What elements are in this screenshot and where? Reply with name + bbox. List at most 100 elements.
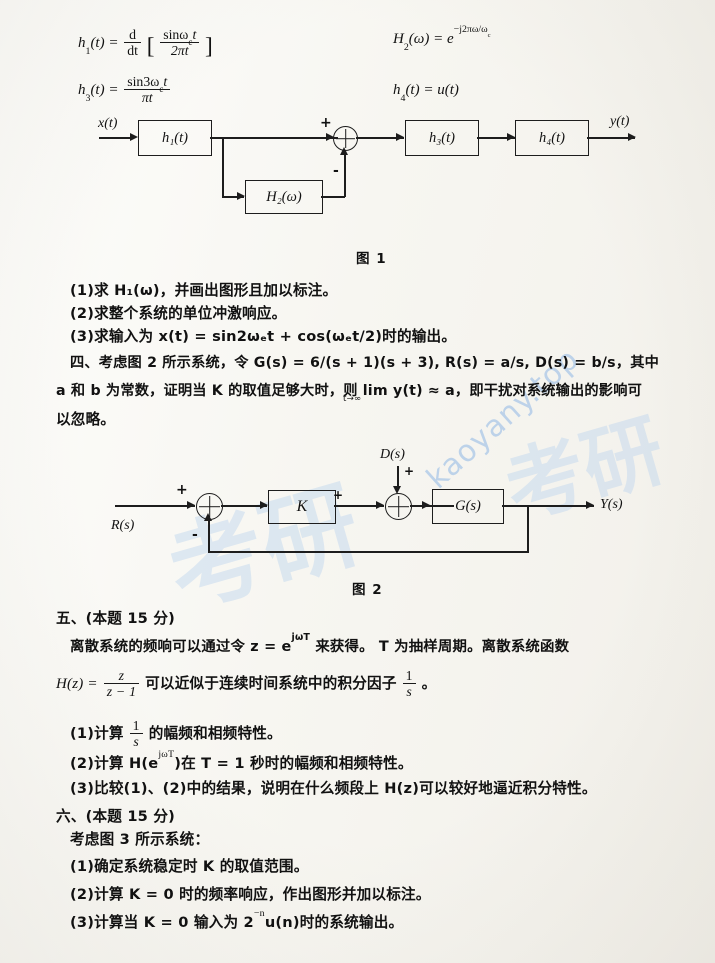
wire-sum1-to-K [221, 505, 267, 507]
arrow-output-Y [586, 501, 594, 509]
formula-h2-exp-sub: c [487, 31, 491, 39]
question-three-1: (1)求 H₁(ω)，并画出图形且加以标注。 [70, 282, 338, 299]
section-six-q3: (3)计算当 K = 0 输入为 2−nu(n)时的系统输出。 [70, 907, 404, 932]
wire-K-to-sum2 [334, 505, 384, 507]
hz-fraction: z z − 1 [103, 668, 140, 700]
section-five-q2-exp: jωT [158, 748, 175, 760]
wire-branch-down [222, 137, 224, 197]
section-four-line-2: a 和 b 为常数，证明当 K 的取值足够大时，则 lim y(t) ≈ a，即… [56, 380, 642, 400]
hz-frac-num: 1 [405, 668, 413, 683]
hz-frac-den: s [402, 683, 416, 699]
arrow-into-G [422, 501, 430, 509]
arrow-D-into-sum2 [393, 486, 401, 494]
sum1-minus-sign: - [333, 163, 339, 179]
section-five-q3: (3)比较(1)、(2)中的结果，说明在什么频段上 H(z)可以较好地逼近积分特… [70, 780, 597, 797]
section-five-paragraph: 离散系统的频响可以通过令 z = ejωT 来获得。 T 为抽样周期。离散系统函… [70, 632, 570, 656]
wire-branch-to-h2 [222, 196, 244, 198]
formula-h2-name: H [393, 31, 404, 47]
section-five-q1: (1)计算 1 s 的幅频和相频特性。 [70, 718, 282, 750]
formula-h3: h3(t) = sin3ωct πt [78, 74, 172, 106]
section-five-q1-post: 的幅频和相频特性。 [148, 725, 282, 743]
section-five-para-a: 离散系统的频响可以通过令 z = e [70, 639, 292, 655]
section-six-q3-pre: (3)计算当 K = 0 输入为 2 [70, 914, 254, 931]
arrow-output-y [628, 133, 636, 141]
arrow-into-sum1-bottom [340, 147, 348, 155]
figure-1-diagram: x(t) h₁(t) H₂(ω) + - [0, 0, 715, 240]
hz-lhs: H(z) = [56, 676, 98, 693]
hz-den: z − 1 [103, 683, 140, 699]
wire-G-to-output [502, 505, 594, 507]
formula-h1-arg: (t) = [90, 35, 119, 52]
formula-h3-arg: (t) = [90, 82, 119, 99]
wire-sum-to-h3 [356, 137, 404, 139]
formula-h2-exponent: −j2πω/ωc [453, 23, 491, 38]
wire-input-to-h1 [99, 137, 133, 139]
formula-h1-sinc-den: 2πt [160, 42, 200, 58]
block-G: G(s) [432, 489, 504, 524]
hz-tail: 。 [421, 675, 437, 693]
formula-h1-dd-num: d [129, 27, 137, 42]
section-six-q3-post: u(n)时的系统输出。 [264, 914, 404, 931]
arrow-into-sum2 [376, 501, 384, 509]
fig2-sum1-plus-sign: + [176, 482, 188, 498]
wire-feedback-up-fig2 [208, 518, 210, 552]
section-five-q2-pre: (2)计算 H(e [70, 755, 159, 772]
formula-h2: H2(ω) = e−j2πω/ωc [393, 24, 491, 52]
formula-h2-exp-text: −j2πω/ω [453, 23, 488, 35]
wire-feedback-down-fig2 [527, 505, 529, 552]
formula-h1-sinc-num: sinωct [160, 27, 199, 47]
bracket-open: [ [146, 33, 155, 60]
formula-h3-wc-sub: c [159, 84, 164, 95]
section-four-line-1: 四、考虑图 2 所示系统，令 G(s) = 6/(s + 1)(s + 3), … [70, 355, 659, 371]
arrow-into-h1 [130, 133, 138, 141]
section-five-para-a-exp: jωT [291, 632, 311, 644]
formula-h4-body: (t) = u(t) [405, 82, 459, 98]
formula-h3-name: h [78, 82, 86, 99]
section-six-q1: (1)确定系统稳定时 K 的取值范围。 [70, 858, 309, 875]
sum1-plus-top-sign: + [320, 115, 332, 131]
formula-h1-name: h [78, 35, 86, 52]
wire-h3-to-h4 [477, 137, 515, 139]
block-h4-label: h₄(t) [539, 129, 565, 146]
formula-h1-wc-sub: c [188, 37, 193, 48]
formula-h3-sin: sin3ω [127, 74, 160, 89]
arrow-into-h4 [507, 133, 515, 141]
section-four-lim-subscript: t→∞ [343, 394, 362, 404]
section-five-q2-post: )在 T = 1 秒时的幅频和相频特性。 [174, 755, 413, 772]
fig2-sum2-plus-top-sign: + [404, 464, 415, 478]
formula-h4: h4(t) = u(t) [393, 82, 459, 103]
formula-h1-subscript: 1 [85, 45, 91, 57]
section-six-heading: 六、(本题 15 分) [56, 808, 175, 825]
formula-h3-num: sin3ωct [124, 74, 170, 94]
formula-h3-t: t [163, 74, 168, 89]
wire-feedback-left-fig2 [208, 551, 529, 553]
section-four-line-2-text: a 和 b 为常数，证明当 K 的取值足够大时，则 lim y(t) ≈ a，即… [56, 383, 642, 399]
formula-h1-dd-den: dt [124, 42, 141, 58]
formula-h1: h1(t) = d dt [ sinωct 2πt ] [78, 27, 213, 61]
figure1-output-label: y(t) [610, 114, 630, 129]
figure2-input-label: R(s) [111, 518, 135, 533]
wire-h4-to-output [587, 137, 635, 139]
section-five-q1-den: s [129, 733, 143, 749]
formula-h1-sin: sinω [163, 27, 189, 42]
figure-2-diagram: R(s) + - K + D(s) + [0, 0, 715, 600]
block-K-label: K [296, 498, 308, 515]
arrow-into-sum1-top [326, 133, 334, 141]
block-h1-label: h₁(t) [162, 129, 188, 146]
block-K: K [268, 490, 336, 524]
section-five-para-b: 来获得。 T 为抽样周期。离散系统函数 [310, 639, 570, 655]
section-six-q3-exp: −n [253, 907, 265, 919]
formula-h2-subscript: 2 [403, 41, 409, 53]
section-five-q1-num: 1 [132, 718, 140, 733]
arrow-into-h2 [237, 192, 245, 200]
formula-h4-subscript: 4 [400, 92, 406, 104]
arrow-into-K [260, 501, 268, 509]
block-h2-label: H₂(ω) [266, 188, 302, 205]
wire-h1-to-sum [210, 137, 338, 139]
formula-h3-den: πt [124, 89, 171, 105]
section-five-q1-pre: (1)计算 [70, 725, 124, 743]
figure-2-caption: 图 2 [352, 582, 383, 598]
section-five-hz-formula: H(z) = z z − 1 可以近似于连续时间系统中的积分因子 1 s 。 [56, 668, 436, 700]
section-six-intro: 考虑图 3 所示系统： [70, 831, 210, 848]
